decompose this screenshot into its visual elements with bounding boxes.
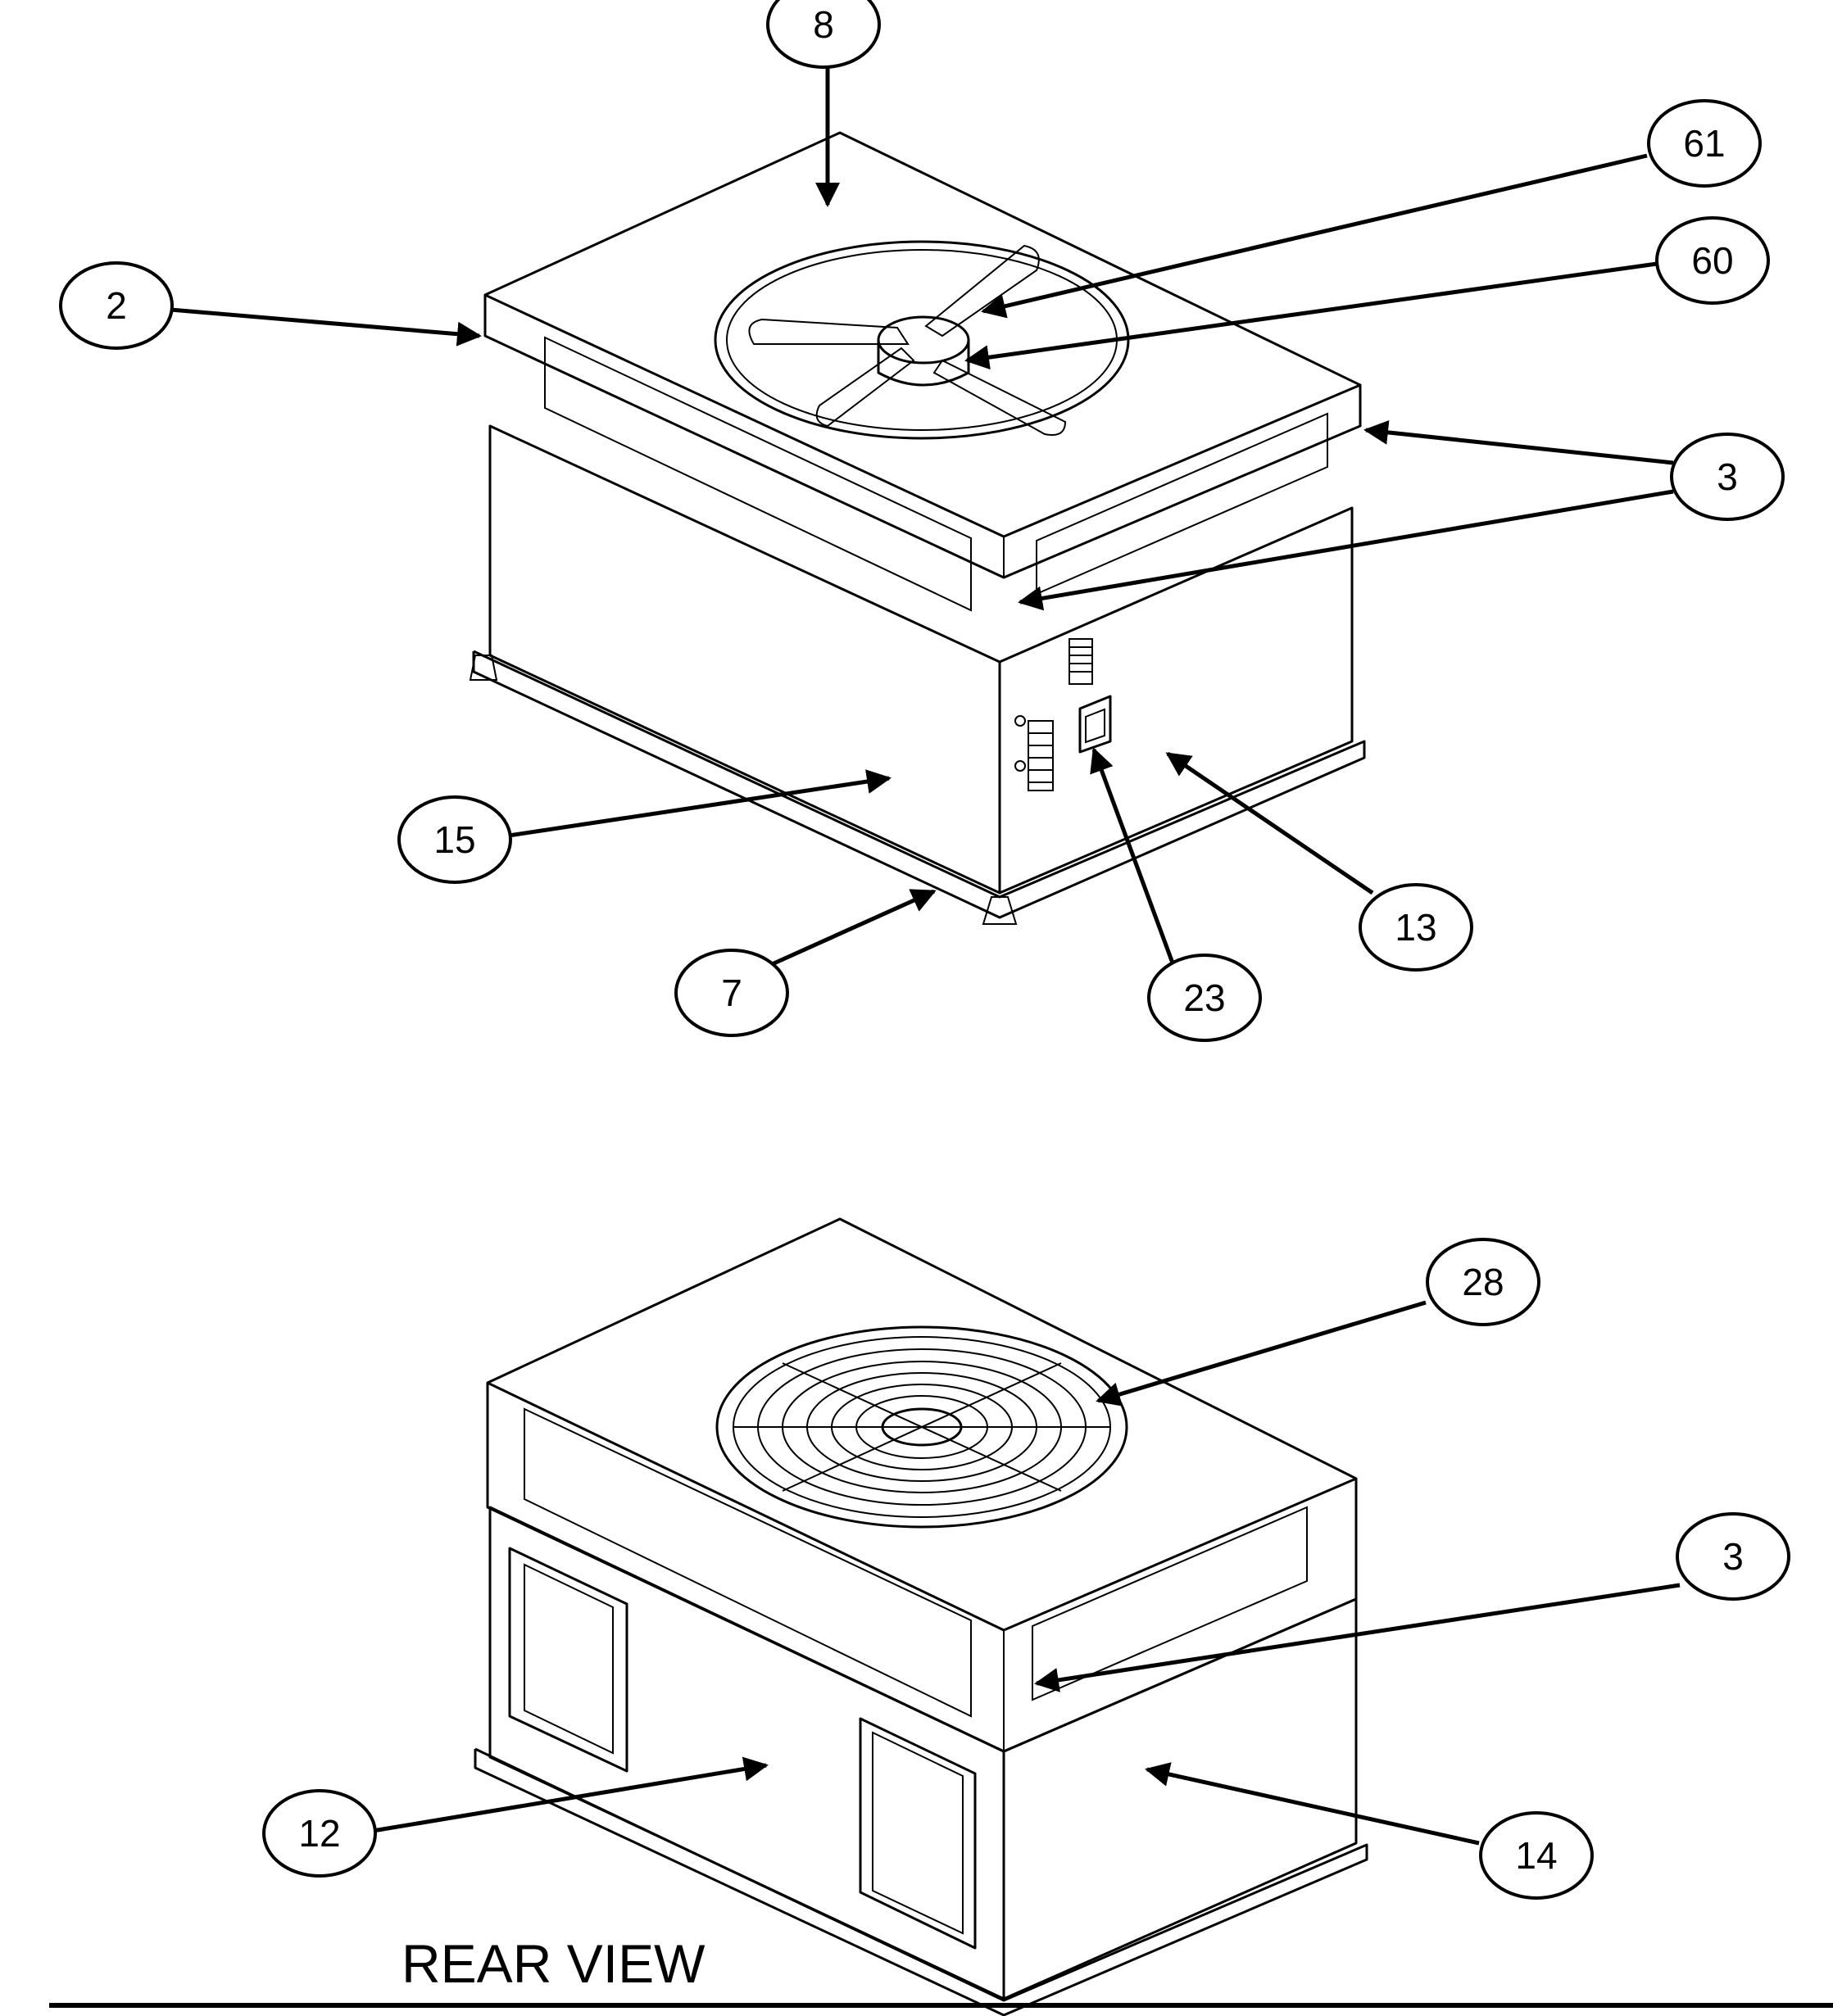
callout-label: 28 [1462,1261,1504,1303]
callout-28: 28 [1426,1238,1540,1326]
callout-label: 7 [721,972,742,1014]
rear-unit-drawing [474,1217,1368,2016]
callout-label: 60 [1691,239,1733,282]
callout-2: 2 [59,261,174,350]
callout-12: 12 [262,1789,377,1878]
callout-13: 13 [1359,883,1473,972]
callout-3-front: 3 [1670,433,1785,521]
callout-8: 8 [766,0,881,69]
callout-label: 3 [1717,455,1738,498]
callout-3-rear: 3 [1676,1512,1790,1601]
leader-lines [170,68,1681,1846]
front-unit-drawing [469,131,1366,925]
callout-15: 15 [397,795,512,884]
callout-label: 2 [106,284,127,327]
callout-7: 7 [674,949,789,1037]
callout-14: 14 [1479,1811,1594,1900]
callout-label: 23 [1183,976,1225,1019]
side-louvers [1028,638,1093,791]
callout-label: 13 [1395,906,1436,949]
callout-60: 60 [1655,216,1770,305]
callout-label: 14 [1515,1834,1557,1877]
rear-view-title: REAR VIEW [402,1933,706,1994]
callout-61: 61 [1647,99,1762,188]
callout-label: 61 [1683,122,1725,165]
disconnect-switch-box [1078,695,1112,754]
callout-label: 8 [813,3,834,46]
callout-label: 12 [298,1812,340,1855]
callout-label: 15 [433,818,475,861]
callout-23: 23 [1147,954,1262,1042]
callout-label: 3 [1722,1535,1744,1578]
